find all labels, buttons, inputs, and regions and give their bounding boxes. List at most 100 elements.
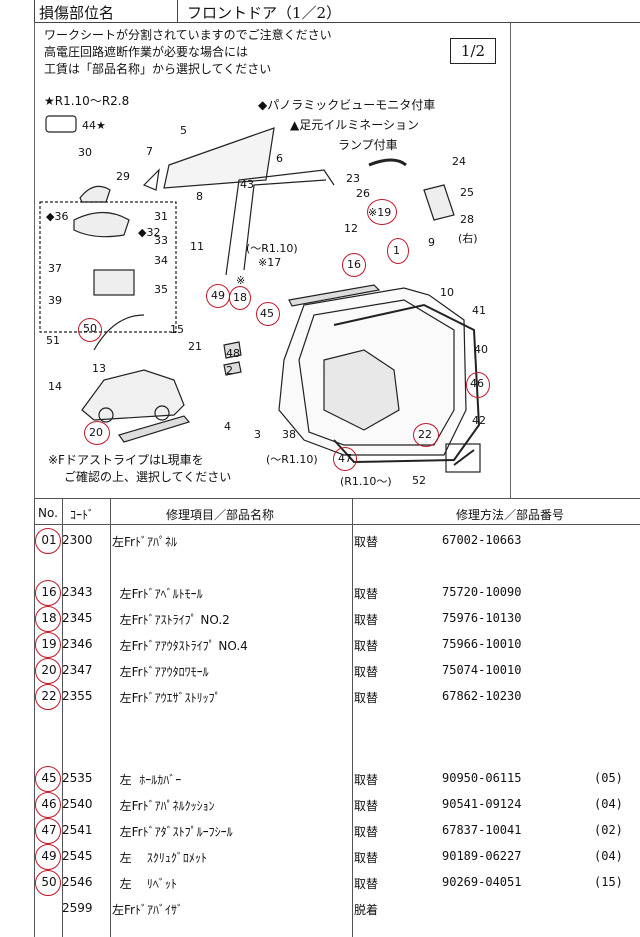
row-name: 左 ﾎｰﾙｶﾊﾞｰ xyxy=(112,773,182,787)
stripe-part xyxy=(93,314,145,351)
stripe-note-line-1: ※FドアストライプはL現車を xyxy=(48,453,204,467)
table-left-border xyxy=(34,498,35,937)
notice-line-1: ワークシートが分割されていますのでご注意ください xyxy=(44,28,332,42)
callout-29: 29 xyxy=(116,170,130,183)
row-name: 左Frﾄﾞｱﾊﾞｲｻﾞ xyxy=(112,903,183,917)
col-header-method: 修理方法／部品番号 xyxy=(456,508,565,522)
belt-molding-part xyxy=(288,284,381,307)
row-code: 2355 xyxy=(62,689,93,703)
highlight-45 xyxy=(256,302,280,326)
callout-23: 23 xyxy=(346,172,360,185)
row-qty: (04) xyxy=(594,797,623,811)
row-code: 2347 xyxy=(62,663,93,677)
row-method: 取替 xyxy=(354,535,379,549)
dust-seal-box xyxy=(445,443,481,473)
row-name: 左Frﾄﾞｱﾊﾟﾈﾙ xyxy=(112,535,177,549)
callout-21: 21 xyxy=(188,340,202,353)
row-code: 2546 xyxy=(62,875,93,889)
row-code: 2343 xyxy=(62,585,93,599)
table-top-border xyxy=(34,498,640,499)
row-method: 脱着 xyxy=(354,903,379,917)
emblem-part xyxy=(45,115,77,133)
row-name: 左Frﾄﾞｱｱｳﾀﾛﾜﾓｰﾙ xyxy=(112,665,209,679)
notice-line-3: 工賃は「部品名称」から選択してください xyxy=(44,62,272,76)
notice-line-2: 高電圧回路遮断作業が必要な場合には xyxy=(44,45,249,59)
row-method: 取替 xyxy=(354,773,379,787)
callout-5: 5 xyxy=(180,124,187,137)
callout-32: ◆32 xyxy=(138,226,161,239)
header-label: 損傷部位名 xyxy=(39,4,115,22)
row-part-number: 90950-06115 xyxy=(442,771,522,785)
callout-range-r110: (～R1.10) xyxy=(246,242,298,255)
part-7 xyxy=(142,168,160,191)
window-glass-part xyxy=(163,127,275,189)
callout-range-r110c: (R1.10～) xyxy=(340,475,392,488)
callout-28: 28 xyxy=(460,213,474,226)
callout-24: 24 xyxy=(452,155,466,168)
row-part-number: 75074-10010 xyxy=(442,663,522,677)
highlight-47 xyxy=(333,447,357,471)
callout-18-mark: ※ xyxy=(236,274,246,287)
callout-35: 35 xyxy=(154,283,168,296)
header-bar: 損傷部位名 フロントドア（1／2） xyxy=(34,0,640,23)
callout-48: 48 xyxy=(226,347,240,360)
row-highlight-circle xyxy=(35,632,61,658)
highlight-18 xyxy=(229,286,251,310)
table-col-divider-2 xyxy=(110,498,111,937)
row-highlight-circle xyxy=(35,580,61,606)
col-header-no: No. xyxy=(38,506,58,520)
col-header-code: ｺｰﾄﾞ xyxy=(70,508,95,522)
highlight-22 xyxy=(413,423,439,447)
highlight-20 xyxy=(84,421,110,445)
lock-part xyxy=(423,184,455,221)
row-code: 2345 xyxy=(62,611,93,625)
callout-4: 4 xyxy=(224,420,231,433)
row-name: 左Frﾄﾞｱｳｴｻﾞｽﾄﾘｯﾌﾟ xyxy=(112,691,221,705)
run-channel xyxy=(225,169,335,276)
callout-39: 39 xyxy=(48,294,62,307)
callout-51: 51 xyxy=(46,334,60,347)
callout-8: 8 xyxy=(196,190,203,203)
table-col-divider-3 xyxy=(352,498,353,937)
callout-42: 42 xyxy=(472,414,486,427)
triangle-note-2: ランプ付車 xyxy=(338,138,398,152)
callout-31: 31 xyxy=(154,210,168,223)
frame-left xyxy=(34,22,35,498)
callout-52: 52 xyxy=(412,474,426,487)
row-qty: (02) xyxy=(594,823,623,837)
header-divider xyxy=(177,0,178,22)
row-method: 取替 xyxy=(354,877,379,891)
callout-7: 7 xyxy=(146,145,153,158)
callout-15: 15 xyxy=(170,323,184,336)
row-code: 2346 xyxy=(62,637,93,651)
parts-diagram xyxy=(39,115,481,473)
callout-30: 30 xyxy=(78,146,92,159)
row-name: 左Frﾄﾞｱｽﾄﾗｲﾌﾟ NO.2 xyxy=(112,613,230,627)
diamond-note: ◆パノラミックビューモニタ付車 xyxy=(258,98,436,112)
table-col-divider-1 xyxy=(62,498,63,937)
row-method: 取替 xyxy=(354,851,379,865)
table-header-border xyxy=(34,524,640,525)
star-note: ★R1.10～R2.8 xyxy=(44,94,130,108)
row-part-number: 75976-10130 xyxy=(442,611,522,625)
callout-6: 6 xyxy=(276,152,283,165)
row-code: 2541 xyxy=(62,823,93,837)
row-method: 取替 xyxy=(354,825,379,839)
row-highlight-circle xyxy=(35,528,61,554)
row-code: 2540 xyxy=(62,797,93,811)
mirror-detail-box xyxy=(39,201,177,333)
row-qty: (05) xyxy=(594,771,623,785)
row-code: 2545 xyxy=(62,849,93,863)
row-method: 取替 xyxy=(354,587,379,601)
callout-13: 13 xyxy=(92,362,106,375)
row-name: 左 ｽｸﾘｭｸﾞﾛﾒｯﾄ xyxy=(112,851,207,865)
callout-range-r110b: (～R1.10) xyxy=(266,453,318,466)
row-code: 2535 xyxy=(62,771,93,785)
row-name: 左Frﾄﾞｱﾊﾟﾈﾙｸｯｼｮﾝ xyxy=(112,799,215,813)
row-method: 取替 xyxy=(354,799,379,813)
highlight-1 xyxy=(387,238,409,264)
